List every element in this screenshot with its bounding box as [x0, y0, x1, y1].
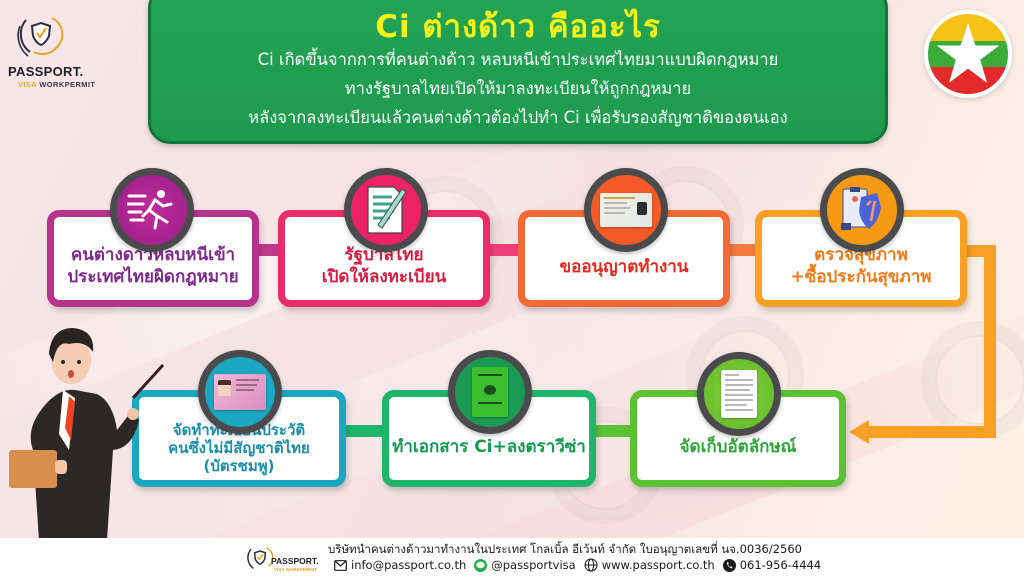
shield-check-icon — [247, 547, 274, 570]
work-permit-card-icon — [584, 168, 668, 252]
star-icon — [936, 23, 1000, 83]
header-banner: Ci ต่างด้าว คืออะไร Ci เกิดขึ้นจากการที่… — [148, 0, 888, 144]
step-label: รัฐบาลไทยเปิดให้ลงทะเบียน — [321, 245, 447, 287]
header-description-line-2: ทางรัฐบาลไทยเปิดให้มาลงทะเบียนให้ถูกกฎหม… — [344, 79, 692, 98]
globe-icon — [584, 558, 598, 572]
running-person-icon — [110, 168, 194, 252]
step-label: ทำเอกสาร Ci+ลงตราวีซ่า — [392, 437, 586, 457]
line-id-link[interactable]: @passportvisa — [491, 558, 576, 572]
myanmar-flag-icon — [924, 10, 1012, 98]
connector-line — [342, 425, 386, 437]
connector-line — [592, 425, 634, 437]
mail-icon — [334, 559, 347, 571]
arrow-left-icon — [849, 420, 869, 444]
header-description-line-3: หลังจากลงทะเบียนแล้วคนต่างด้าวต้องไปทำ C… — [248, 108, 788, 127]
step-label: ขออนุญาตทำงาน — [559, 257, 689, 277]
step-label: ตรวจสุขภาพ+ซื้อประกันสุขภาพ — [790, 245, 932, 287]
identity-document-icon — [697, 352, 781, 436]
connector-line — [984, 245, 996, 438]
header-description-line-1: Ci เกิดขึ้นจากการที่คนต่างด้าว หลบหนีเข้… — [257, 50, 779, 69]
company-info: บริษัทนำคนต่างด้าวมาทำงานในประเทศ โกลเบิ… — [328, 542, 802, 556]
footer-logo: PASSPORT. VISA WORKPERMIT — [243, 540, 323, 576]
health-insurance-shield-icon — [820, 168, 904, 252]
document-pen-icon — [344, 168, 428, 252]
footer: PASSPORT. VISA WORKPERMIT บริษัทนำคนต่าง… — [0, 538, 1024, 576]
logo-subtitle: VISA WORKPERMIT — [18, 80, 96, 89]
phone-icon — [722, 558, 736, 572]
connector-line — [726, 244, 760, 256]
businessman-illustration — [9, 328, 165, 540]
website-link[interactable]: www.passport.co.th — [601, 558, 715, 572]
brand-logo: PASSPORT. VISA WORKPERMIT — [4, 6, 144, 89]
ci-green-book-icon — [448, 350, 532, 434]
email-link[interactable]: info@passport.co.th — [351, 558, 467, 572]
connector-line — [866, 426, 996, 438]
logo-title: PASSPORT. — [8, 64, 84, 79]
page-title: Ci ต่างด้าว คืออะไร — [375, 9, 661, 45]
watermark-icon — [935, 335, 1024, 425]
connector-line — [255, 244, 283, 256]
shield-check-icon — [17, 17, 64, 57]
step-label: จัดเก็บอัตลักษณ์ — [679, 437, 797, 457]
line-app-icon — [474, 558, 488, 572]
connector-line — [486, 244, 522, 256]
pink-card-icon — [198, 350, 282, 434]
contact-info: info@passport.co.th @passportvisa www.pa… — [334, 558, 821, 572]
step-label: จัดทำทะเบียนประวัติคนซึ่งไม่มีสัญชาติไทย… — [168, 421, 310, 475]
step-label: คนต่างดาวหลบหนีเข้าประเทศไทยผิดกฎหมาย — [67, 245, 239, 287]
phone-link[interactable]: 061-956-4444 — [739, 558, 822, 572]
